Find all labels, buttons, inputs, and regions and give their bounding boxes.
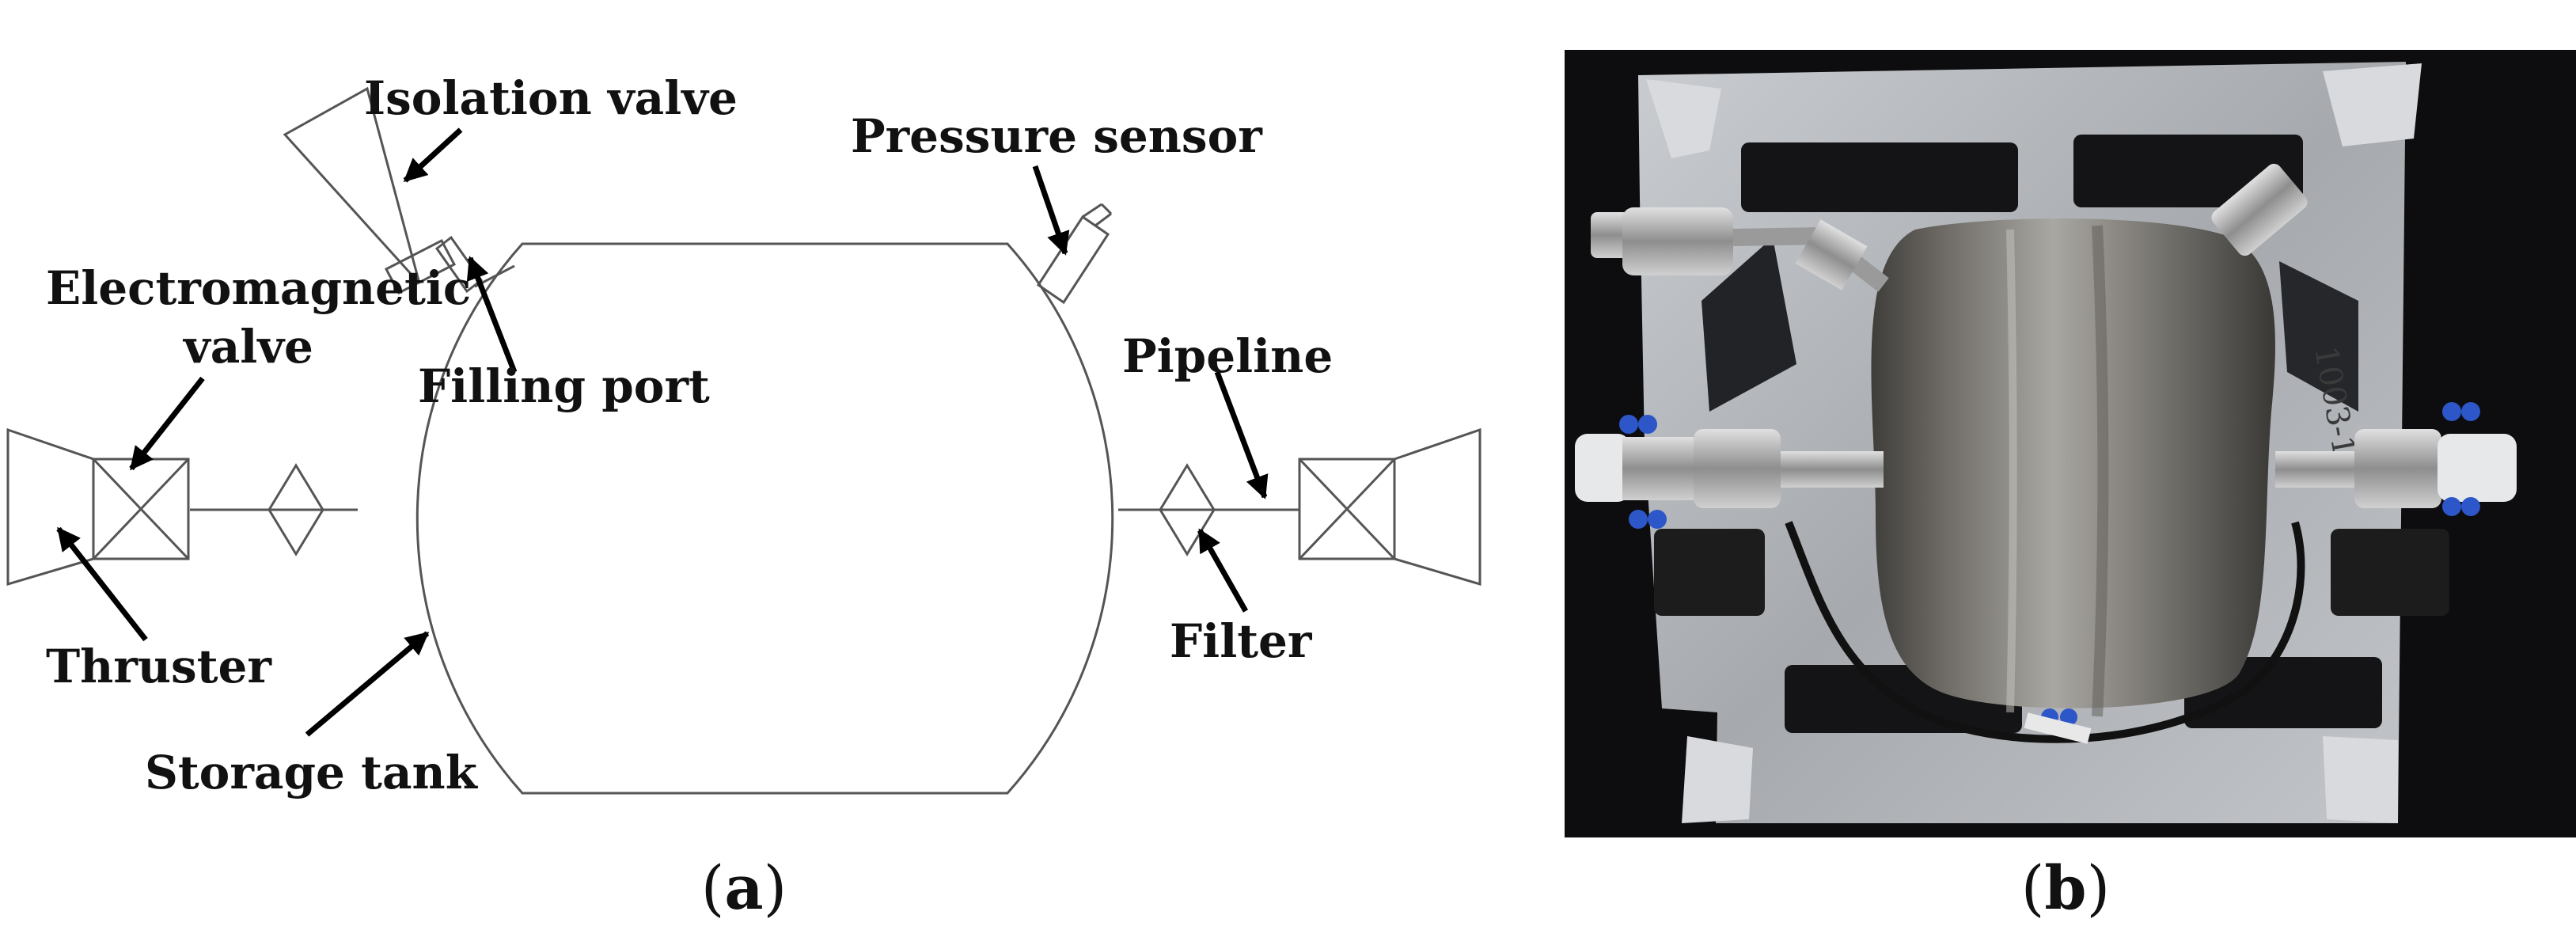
left-electromagnetic-valve: [92, 458, 190, 560]
storage-tank-outline: [415, 242, 1114, 795]
label-electromagnetic: Electromagnetic: [46, 261, 471, 315]
label-thruster: Thruster: [46, 640, 272, 693]
label-electromagnetic-valve: valve: [182, 320, 313, 374]
storage-tank-photo: [1871, 218, 2275, 708]
caption-a: (a): [701, 853, 787, 923]
label-filter: Filter: [1170, 614, 1313, 668]
arrow-thruster: [56, 526, 148, 642]
photo-panel: 1003-1: [1565, 50, 2576, 837]
arrow-pipeline: [1214, 370, 1269, 499]
arrow-electromagnetic-valve: [129, 376, 205, 471]
arrow-filling-port: [466, 256, 518, 374]
right-electromagnetic-valve: [1298, 458, 1396, 560]
right-filter: [1159, 463, 1216, 556]
label-isolation-valve: Isolation valve: [364, 71, 738, 125]
arrow-pressure-sensor: [1032, 165, 1070, 256]
arrow-storage-tank: [305, 631, 430, 737]
arrow-filter: [1197, 528, 1249, 613]
arrow-isolation-valve: [403, 127, 463, 183]
photo-fittings: [1575, 163, 2517, 744]
label-pressure-sensor: Pressure sensor: [851, 109, 1263, 163]
label-filling-port: Filling port: [418, 359, 710, 413]
right-thruster-nozzle: [1393, 427, 1481, 587]
left-filter: [267, 463, 324, 556]
pressure-sensor-symbol: [1036, 203, 1113, 305]
label-storage-tank: Storage tank: [145, 746, 479, 799]
caption-b: (b): [2021, 853, 2110, 923]
schematic-panel: Isolation valve Pressure sensor Electrom…: [6, 71, 1481, 799]
label-pipeline: Pipeline: [1122, 329, 1333, 383]
